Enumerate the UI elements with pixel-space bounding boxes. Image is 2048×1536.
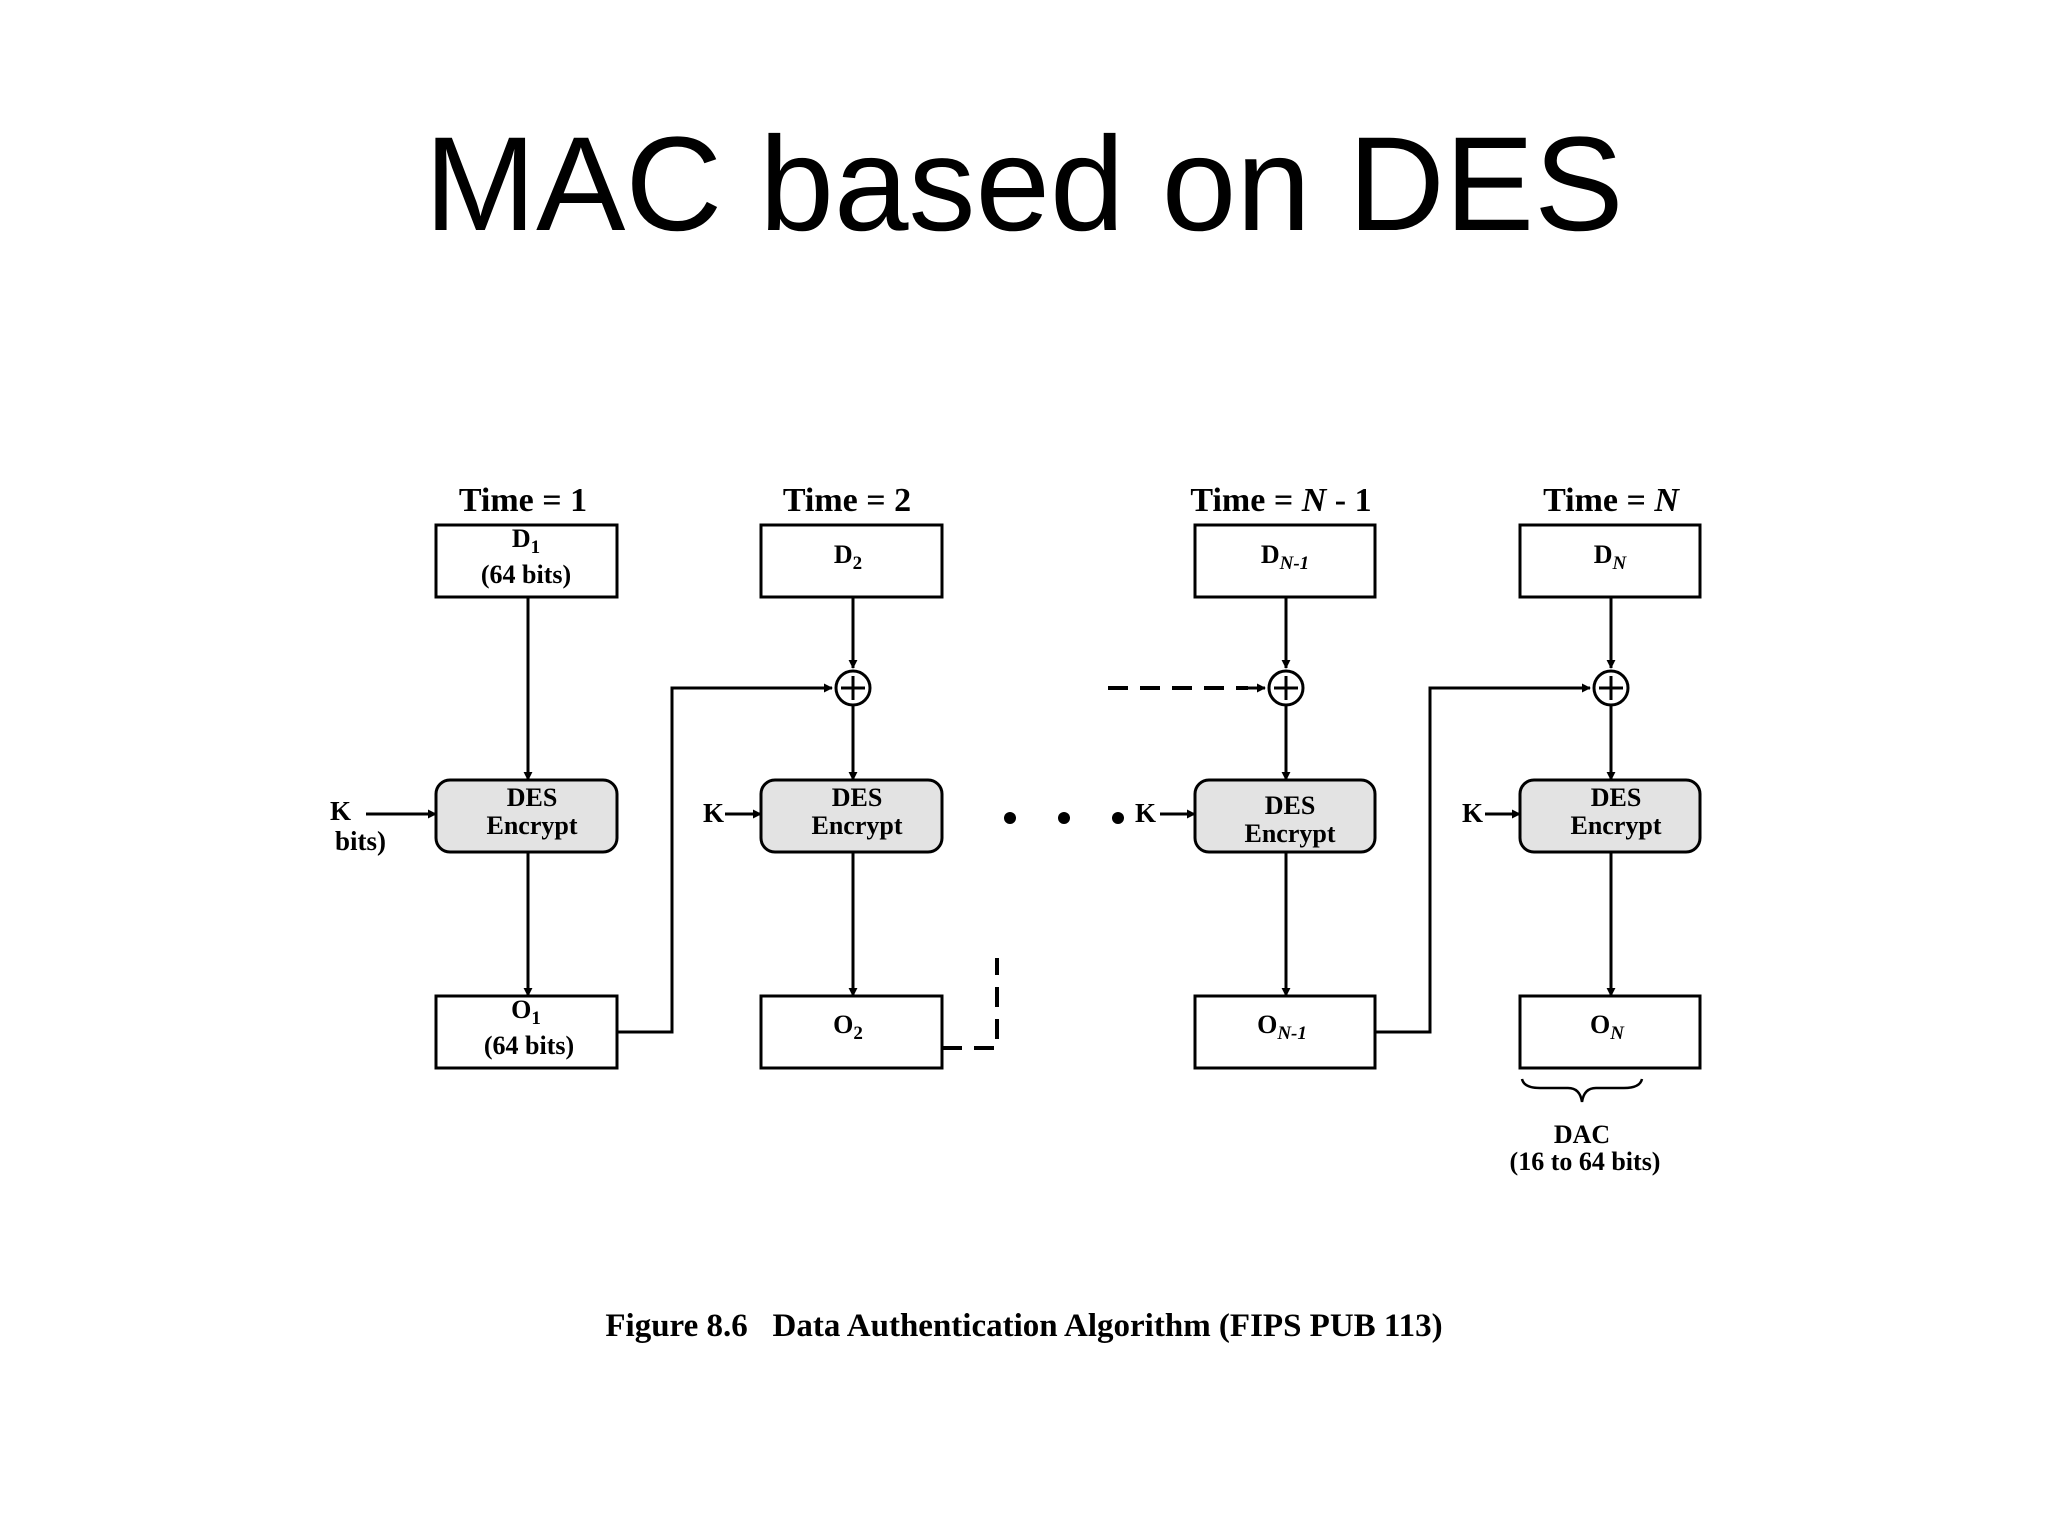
svg-text:DES: DES [507,783,558,812]
chain-connector-n-minus-1-to-n [1375,683,1591,1034]
xor-icon [1267,669,1305,707]
xor-icon [1592,669,1630,707]
svg-text:DES: DES [1265,791,1316,820]
input-block-1: D1 (64 bits) [434,523,619,599]
output-block-2: O2 [759,994,944,1070]
des-encrypt-block-n-minus-1: DES Encrypt [1193,778,1377,854]
des-encrypt-block-2: DES Encrypt [759,778,944,854]
svg-text:Encrypt: Encrypt [1245,819,1336,848]
svg-text:Encrypt: Encrypt [1571,811,1662,840]
time-label-1: Time = 1 [459,482,587,519]
des-encrypt-block-1: DES Encrypt [434,778,619,854]
ellipsis-dots [1004,812,1124,824]
svg-text:DES: DES [1591,783,1642,812]
key-input-n-minus-1: K [1135,798,1196,828]
svg-text:D2: D2 [834,540,862,574]
xor-to-des-arrows [848,705,1616,781]
svg-text:K: K [330,796,351,826]
svg-text:(64 bits): (64 bits) [481,560,571,589]
svg-text:DN: DN [1594,540,1628,574]
svg-text:D1: D1 [512,524,540,558]
input-block-2: D2 [759,523,944,599]
output-block-n-minus-1: ON-1 [1193,994,1377,1070]
output-block-1: O1 (64 bits) [434,994,619,1070]
time-label-n-minus-1: Time = N - 1 [1190,482,1371,519]
svg-text:ON-1: ON-1 [1257,1010,1307,1044]
svg-text:K: K [1462,798,1483,828]
chain-connector-2-dashed [942,958,999,1050]
chain-connector-1-to-2 [617,683,833,1034]
svg-text:ON: ON [1590,1010,1625,1044]
svg-text:(64 bits): (64 bits) [484,1031,574,1060]
svg-text:bits): bits) [335,826,386,856]
svg-text:DES: DES [832,783,883,812]
svg-text:DN-1: DN-1 [1261,540,1309,574]
svg-text:K: K [1135,798,1156,828]
figure-number: Figure 8.6 [605,1308,748,1344]
key-input-1: K bits) [330,796,437,856]
des-to-output-arrows [523,852,1616,997]
key-input-2: K [703,798,762,828]
dac-label: DAC [1554,1120,1610,1149]
dac-diagram: Time = 1 Time = 2 Time = N - 1 Time = N … [330,482,1702,1176]
input-block-n-minus-1: DN-1 [1193,523,1377,599]
xor-icon [834,669,872,707]
figure-caption: Figure 8.6 Data Authentication Algorithm… [0,1308,2048,1345]
time-label-n: Time = N [1543,482,1680,519]
svg-text:Encrypt: Encrypt [812,811,903,840]
figure-caption-text: Data Authentication Algorithm (FIPS PUB … [772,1308,1443,1344]
key-input-n: K [1462,798,1521,828]
input-block-n: DN [1518,523,1702,599]
svg-text:Encrypt: Encrypt [487,811,578,840]
output-block-n: ON [1518,994,1702,1070]
time-label-2: Time = 2 [783,482,911,519]
svg-text:O1: O1 [511,995,541,1029]
dac-brace [1520,1078,1644,1103]
dac-size-label: (16 to 64 bits) [1510,1147,1661,1176]
input-arrows [523,597,1616,781]
svg-text:K: K [703,798,724,828]
svg-text:O2: O2 [833,1010,863,1044]
des-encrypt-block-n: DES Encrypt [1518,778,1702,854]
slide-title: MAC based on DES [424,110,1624,259]
